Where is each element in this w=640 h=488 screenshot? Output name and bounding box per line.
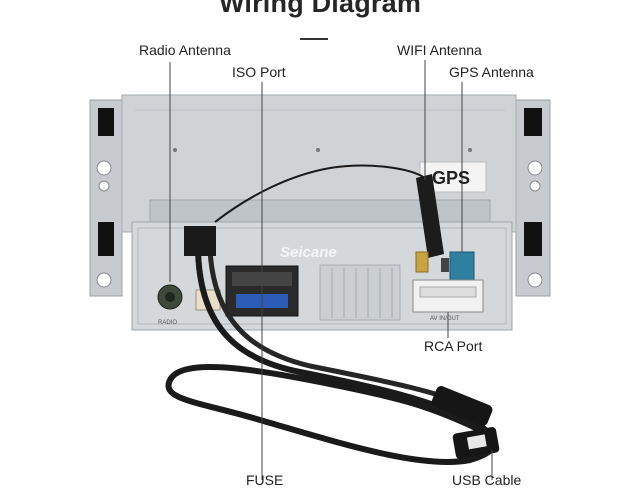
label-usb-cable: USB Cable (452, 472, 522, 488)
heatsink-fins (319, 264, 401, 321)
radio-port-marking: RADIO (158, 320, 177, 326)
usb-cable (165, 226, 500, 465)
usb-plug-1 (431, 386, 493, 426)
usb-plug-2 (452, 427, 500, 459)
label-rca-port: RCA Port (424, 338, 483, 354)
radio-antenna-port (157, 284, 183, 310)
gps-antenna-connector (441, 251, 475, 281)
diagram-title: Wiring Diagram (218, 0, 422, 18)
label-wifi-antenna: WIFI Antenna (397, 42, 482, 58)
right-mounting-bracket (515, 99, 551, 297)
av-port-marking: AV IN/OUT (430, 316, 460, 322)
brand-marking: Seicane (280, 244, 337, 261)
label-fuse: FUSE (246, 472, 284, 488)
antenna-wire (214, 164, 426, 223)
rca-port-connector (412, 279, 484, 313)
label-radio-antenna: Radio Antenna (139, 42, 231, 58)
gps-sticker-text: GPS (432, 168, 470, 188)
wifi-antenna (415, 174, 444, 273)
label-gps-antenna: GPS Antenna (449, 64, 534, 80)
title-underline (300, 38, 328, 40)
cable-grommet (184, 226, 216, 256)
label-iso-port: ISO Port (232, 64, 286, 80)
left-mounting-bracket (89, 99, 123, 297)
